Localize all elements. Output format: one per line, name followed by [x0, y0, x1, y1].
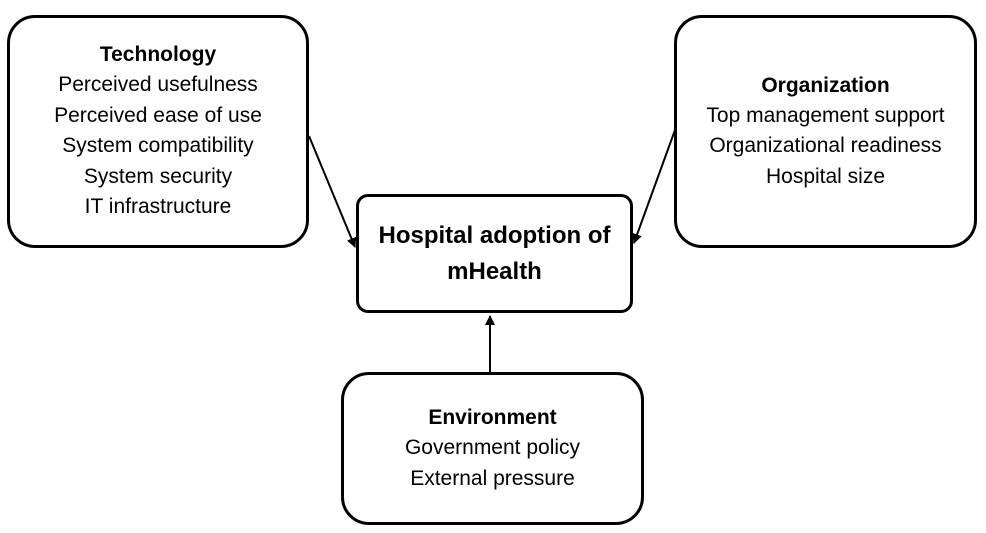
arrow-organization-to-adoption — [632, 129, 676, 244]
organization-title: Organization — [761, 73, 890, 97]
organization-item: Hospital size — [765, 164, 886, 188]
technology-item: Perceived ease of use — [54, 103, 262, 127]
hospital-adoption-box: Hospital adoption of mHealth — [356, 194, 633, 313]
organization-item: Top management support — [706, 103, 945, 127]
hospital-adoption-title-line1: Hospital adoption of — [378, 221, 611, 249]
organization-item: Organizational readiness — [709, 134, 942, 158]
environment-item: Government policy — [404, 436, 581, 459]
technology-item: System security — [83, 164, 233, 188]
environment-title: Environment — [428, 406, 557, 429]
hospital-adoption-title-line2: mHealth — [447, 257, 542, 285]
technology-box: Technology Perceived usefulness Perceive… — [7, 15, 309, 248]
technology-item: Perceived usefulness — [58, 73, 258, 97]
organization-box: Organization Top management support Orga… — [674, 15, 977, 248]
environment-box: Environment Government policy External p… — [341, 372, 644, 525]
arrow-technology-to-adoption — [308, 135, 357, 248]
technology-item: IT infrastructure — [84, 195, 232, 219]
technology-item: System compatibility — [62, 134, 254, 158]
environment-item: External pressure — [410, 466, 575, 490]
technology-title: Technology — [99, 43, 217, 67]
